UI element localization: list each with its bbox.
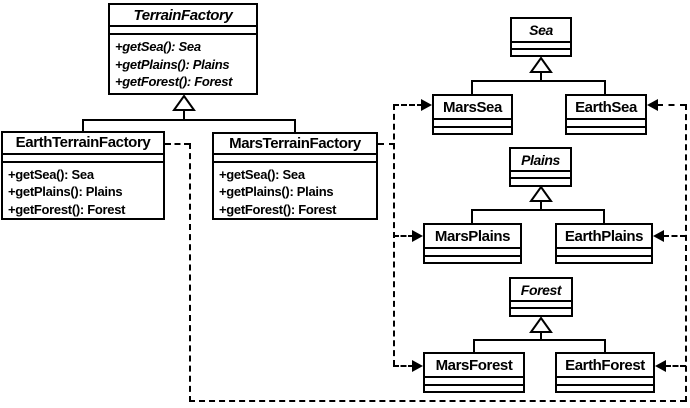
class-name: Forest <box>511 279 571 302</box>
inheritance-line <box>471 209 473 223</box>
attributes-compartment <box>425 249 520 257</box>
dependency-arrowhead-icon <box>412 360 423 372</box>
class-box-sea: Sea <box>510 17 572 57</box>
inheritance-line <box>471 80 606 82</box>
dependency-line <box>665 365 686 367</box>
method-label: +getForest(): Forest <box>219 201 337 217</box>
class-name: MarsSea <box>434 96 511 120</box>
attributes-compartment <box>512 43 570 50</box>
inheritance-line <box>183 110 185 119</box>
method-label: +getForest(): Forest <box>115 74 233 89</box>
methods-compartment <box>434 128 511 133</box>
class-box-marssea: MarsSea <box>432 94 513 135</box>
inheritance-line <box>82 119 84 131</box>
dependency-arrowhead-icon <box>421 99 432 111</box>
inheritance-line <box>540 201 542 210</box>
methods-compartment <box>512 50 570 55</box>
inheritance-triangle-icon <box>529 57 553 73</box>
inheritance-line <box>83 119 296 121</box>
attributes-compartment <box>557 378 653 386</box>
class-box-earthforest: EarthForest <box>555 352 655 393</box>
dependency-line <box>165 143 190 145</box>
dependency-arrowhead-icon <box>655 360 666 372</box>
class-name: MarsPlains <box>425 225 520 249</box>
class-box-marsforest: MarsForest <box>423 352 525 393</box>
dependency-line <box>393 365 414 367</box>
attributes-compartment <box>434 120 511 128</box>
inheritance-line <box>294 119 296 132</box>
class-box-earthterrainfactory: EarthTerrainFactory +getSea(): Sea +getP… <box>1 131 165 220</box>
attributes-compartment <box>110 27 256 35</box>
method-label: +getSea(): Sea <box>115 39 201 54</box>
inheritance-triangle-icon <box>172 95 196 111</box>
class-name: EarthSea <box>567 96 645 120</box>
dependency-line <box>189 143 191 402</box>
attributes-compartment <box>511 172 570 179</box>
methods-compartment <box>511 309 571 315</box>
dependency-line <box>189 400 686 402</box>
method-label: +getPlains(): Plains <box>219 184 334 199</box>
inheritance-line <box>471 209 604 211</box>
methods-compartment <box>425 386 523 391</box>
attributes-compartment <box>425 378 523 386</box>
dependency-line <box>685 104 687 402</box>
methods-compartment: +getSea(): Sea +getPlains(): Plains +get… <box>110 35 256 93</box>
methods-compartment <box>557 386 653 391</box>
method-label: +getForest(): Forest <box>8 201 126 217</box>
class-name: EarthForest <box>557 354 653 378</box>
methods-compartment <box>557 257 651 262</box>
inheritance-line <box>604 80 606 94</box>
dependency-line <box>378 143 395 145</box>
inheritance-line <box>603 209 605 223</box>
attributes-compartment <box>557 249 651 257</box>
inheritance-line <box>540 72 542 81</box>
method-label: +getSea(): Sea <box>219 166 305 182</box>
dependency-line <box>393 235 414 237</box>
methods-compartment <box>567 128 645 133</box>
inheritance-line <box>540 332 542 340</box>
class-name: MarsForest <box>425 354 523 378</box>
methods-compartment <box>425 257 520 262</box>
class-name: EarthTerrainFactory <box>3 133 163 155</box>
attributes-compartment <box>3 155 163 163</box>
methods-compartment: +getSea(): Sea +getPlains(): Plains +get… <box>3 163 163 219</box>
class-name: Plains <box>511 149 570 172</box>
dependency-arrowhead-icon <box>412 230 423 242</box>
inheritance-line <box>473 339 606 341</box>
inheritance-line <box>604 339 606 352</box>
method-label: +getPlains(): Plains <box>8 184 123 199</box>
attributes-compartment <box>511 302 571 309</box>
dependency-arrowhead-icon <box>647 99 658 111</box>
class-name: Sea <box>512 19 570 43</box>
inheritance-triangle-icon <box>529 186 553 202</box>
dependency-line <box>663 235 686 237</box>
dependency-line <box>657 104 686 106</box>
dependency-line <box>393 104 423 106</box>
method-label: +getPlains(): Plains <box>115 56 230 72</box>
inheritance-line <box>471 80 473 94</box>
class-name: EarthPlains <box>557 225 651 249</box>
class-box-forest: Forest <box>509 277 573 317</box>
method-label: +getSea(): Sea <box>8 166 94 182</box>
class-box-earthplains: EarthPlains <box>555 223 653 264</box>
class-box-terrainfactory: TerrainFactory +getSea(): Sea +getPlains… <box>108 3 258 95</box>
class-name: TerrainFactory <box>110 5 256 27</box>
inheritance-line <box>473 339 475 352</box>
class-box-earthsea: EarthSea <box>565 94 647 135</box>
attributes-compartment <box>567 120 645 128</box>
inheritance-triangle-icon <box>529 317 553 333</box>
methods-compartment: +getSea(): Sea +getPlains(): Plains +get… <box>214 163 376 219</box>
class-name: MarsTerrainFactory <box>214 134 376 156</box>
class-box-marsterrainfactory: MarsTerrainFactory +getSea(): Sea +getPl… <box>212 132 378 220</box>
class-box-plains: Plains <box>509 147 572 187</box>
attributes-compartment <box>214 155 376 163</box>
methods-compartment <box>511 179 570 185</box>
dependency-arrowhead-icon <box>653 230 664 242</box>
class-box-marsplains: MarsPlains <box>423 223 522 264</box>
